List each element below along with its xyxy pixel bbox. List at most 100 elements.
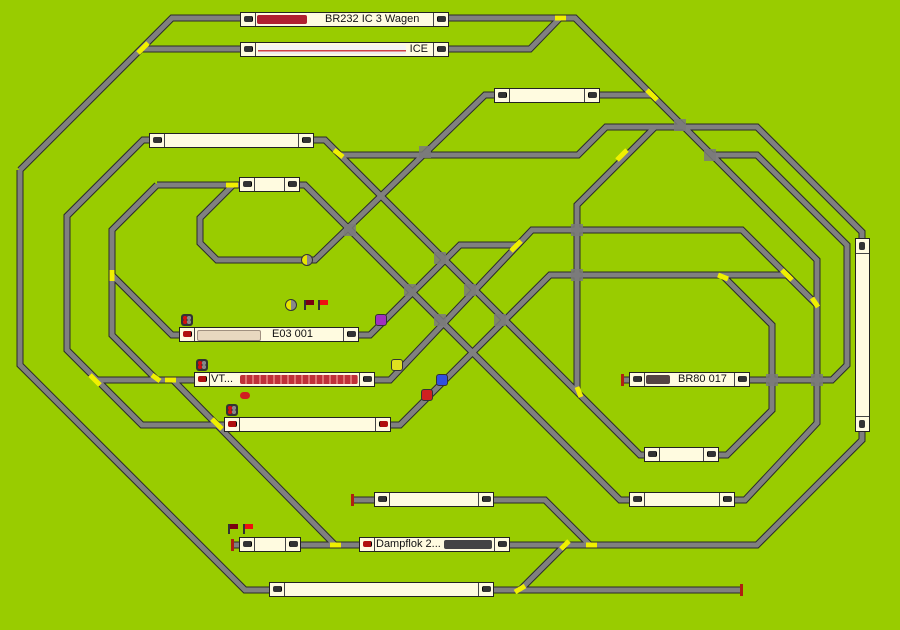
- switch-icon[interactable]: [809, 296, 821, 309]
- crossing-icon[interactable]: [571, 269, 583, 281]
- block[interactable]: [494, 88, 600, 103]
- signal-end-icon[interactable]: [375, 418, 390, 431]
- track-segment[interactable]: [110, 273, 180, 338]
- block[interactable]: [149, 133, 314, 148]
- sensor-icon[interactable]: [301, 254, 313, 266]
- block-end-icon[interactable]: [584, 89, 599, 102]
- block[interactable]: [644, 447, 719, 462]
- crossing-icon[interactable]: [704, 149, 716, 161]
- block-vt[interactable]: VT...: [194, 372, 375, 387]
- crossing-icon[interactable]: [434, 314, 446, 326]
- signal-end-icon[interactable]: [180, 328, 195, 341]
- block-br80[interactable]: BR80 017: [629, 372, 750, 387]
- route-icon[interactable]: [421, 389, 433, 401]
- block[interactable]: [239, 537, 301, 552]
- block-end-icon[interactable]: [343, 328, 358, 341]
- block-end-icon[interactable]: [359, 373, 374, 386]
- block-end-icon[interactable]: [856, 239, 869, 254]
- track-segment[interactable]: [299, 182, 630, 503]
- switch-icon[interactable]: [332, 148, 345, 159]
- crossing-icon[interactable]: [404, 284, 416, 296]
- switch-icon[interactable]: [136, 41, 150, 55]
- block-end-icon[interactable]: [703, 448, 718, 461]
- block-end-icon[interactable]: [270, 583, 285, 596]
- track-segment[interactable]: [64, 137, 224, 428]
- track-segment[interactable]: [338, 153, 645, 458]
- switch-icon[interactable]: [509, 239, 523, 253]
- block-end-icon[interactable]: [241, 13, 256, 26]
- block-end-icon[interactable]: [240, 538, 255, 551]
- crossing-icon[interactable]: [434, 252, 446, 264]
- block-end-icon[interactable]: [285, 538, 300, 551]
- track-segment[interactable]: [574, 125, 657, 392]
- block-end-icon[interactable]: [478, 493, 493, 506]
- track-segment[interactable]: [375, 227, 814, 383]
- block[interactable]: [629, 492, 735, 507]
- block-end-icon[interactable]: [494, 538, 509, 551]
- block-end-icon[interactable]: [241, 43, 256, 56]
- signal-red-icon[interactable]: [226, 404, 238, 416]
- route-icon[interactable]: [391, 359, 403, 371]
- block-end-icon[interactable]: [630, 373, 645, 386]
- flag-dark-icon[interactable]: [228, 524, 238, 534]
- switch-icon[interactable]: [559, 539, 571, 551]
- block-end-icon[interactable]: [433, 13, 448, 26]
- block-dampflok[interactable]: Dampflok 2...: [359, 537, 510, 552]
- block-end-icon[interactable]: [645, 448, 660, 461]
- signal-red-icon[interactable]: [181, 314, 193, 326]
- switch-icon[interactable]: [150, 373, 162, 383]
- crossing-icon[interactable]: [464, 284, 476, 296]
- block-ice[interactable]: ICE: [240, 42, 449, 57]
- block-end-icon[interactable]: [734, 373, 749, 386]
- signal-end-icon[interactable]: [360, 538, 375, 551]
- track-segment[interactable]: [197, 92, 494, 263]
- crossing-icon[interactable]: [419, 146, 431, 158]
- track-segment[interactable]: [718, 273, 775, 458]
- signal-end-icon[interactable]: [225, 418, 240, 431]
- switch-icon[interactable]: [645, 88, 659, 102]
- sensor-icon[interactable]: [285, 299, 297, 311]
- track-segment[interactable]: [390, 272, 819, 428]
- block-vertical[interactable]: [855, 238, 870, 432]
- block-end-icon[interactable]: [719, 493, 734, 506]
- block[interactable]: [224, 417, 391, 432]
- block-end-icon[interactable]: [375, 493, 390, 506]
- block-end-icon[interactable]: [150, 134, 165, 147]
- crossing-icon[interactable]: [344, 224, 356, 236]
- flag-red-icon[interactable]: [243, 524, 253, 534]
- action-icon[interactable]: [240, 392, 250, 399]
- block-end-icon[interactable]: [856, 416, 869, 431]
- route-icon[interactable]: [436, 374, 448, 386]
- switch-icon[interactable]: [780, 268, 794, 282]
- block-br232[interactable]: BR232 IC 3 Wagen: [240, 12, 449, 27]
- block-e03[interactable]: E03 001: [179, 327, 359, 342]
- flag-dark-icon[interactable]: [304, 300, 314, 310]
- signal-end-icon[interactable]: [195, 373, 210, 386]
- block[interactable]: [239, 177, 300, 192]
- block-end-icon[interactable]: [630, 493, 645, 506]
- crossing-icon[interactable]: [571, 224, 583, 236]
- track-segment[interactable]: [493, 497, 592, 547]
- crossing-icon[interactable]: [674, 119, 686, 131]
- flag-red-icon[interactable]: [318, 300, 328, 310]
- block-end-icon[interactable]: [495, 89, 510, 102]
- switch-icon[interactable]: [615, 148, 629, 162]
- block-end-icon[interactable]: [240, 178, 255, 191]
- switch-icon[interactable]: [88, 373, 102, 387]
- block-end-icon[interactable]: [298, 134, 313, 147]
- switch-icon[interactable]: [513, 583, 527, 595]
- track-segment[interactable]: [171, 378, 337, 547]
- route-icon[interactable]: [375, 314, 387, 326]
- track-segment[interactable]: [232, 124, 865, 548]
- switch-icon[interactable]: [574, 386, 584, 398]
- block-end-icon[interactable]: [284, 178, 299, 191]
- block-end-icon[interactable]: [433, 43, 448, 56]
- block[interactable]: [269, 582, 494, 597]
- crossing-icon[interactable]: [494, 314, 506, 326]
- switch-icon[interactable]: [717, 272, 729, 282]
- track-segment[interactable]: [18, 15, 820, 503]
- signal-red-icon[interactable]: [196, 359, 208, 371]
- block[interactable]: [374, 492, 494, 507]
- switch-icon[interactable]: [210, 417, 224, 431]
- crossing-icon[interactable]: [766, 374, 778, 386]
